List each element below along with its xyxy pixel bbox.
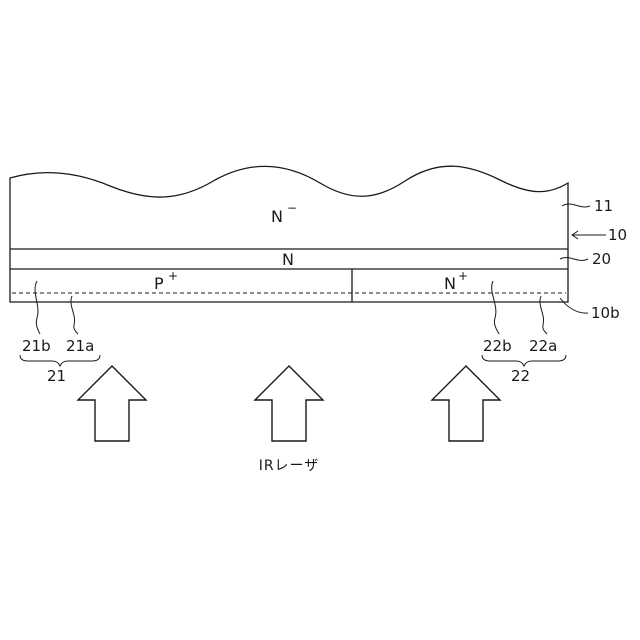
ir-laser-caption: IRレーザ bbox=[259, 458, 320, 474]
ref-21b: 21b bbox=[22, 337, 51, 355]
leader-11 bbox=[562, 204, 590, 207]
n-minus-superscript: − bbox=[287, 201, 297, 215]
ir-laser-arrow-left bbox=[78, 366, 146, 441]
ref-21: 21 bbox=[47, 367, 66, 385]
ref-10: 10 bbox=[608, 226, 627, 244]
leader-20 bbox=[560, 258, 588, 261]
n-layer-label: N bbox=[282, 250, 294, 269]
ref-21a: 21a bbox=[66, 337, 94, 355]
n-plus-label: N bbox=[444, 274, 456, 293]
leader-10b bbox=[560, 298, 588, 313]
ref-20: 20 bbox=[592, 250, 611, 268]
brace-21 bbox=[20, 355, 100, 366]
ir-laser-arrow-right bbox=[432, 366, 500, 441]
n-minus-label: N bbox=[271, 207, 283, 226]
leader-21b bbox=[35, 281, 40, 334]
ref-10b: 10b bbox=[591, 304, 620, 322]
n-plus-superscript: + bbox=[458, 269, 468, 283]
ref-22a: 22a bbox=[529, 337, 557, 355]
ir-laser-arrow-center bbox=[255, 366, 323, 441]
ref-22b: 22b bbox=[483, 337, 512, 355]
brace-22 bbox=[482, 355, 566, 366]
p-plus-label: P bbox=[154, 274, 164, 293]
leader-22b bbox=[492, 281, 499, 334]
p-plus-superscript: + bbox=[168, 269, 178, 283]
ref-22: 22 bbox=[511, 367, 530, 385]
ref-11: 11 bbox=[594, 197, 613, 215]
n-minus-substrate-outline bbox=[10, 166, 568, 302]
